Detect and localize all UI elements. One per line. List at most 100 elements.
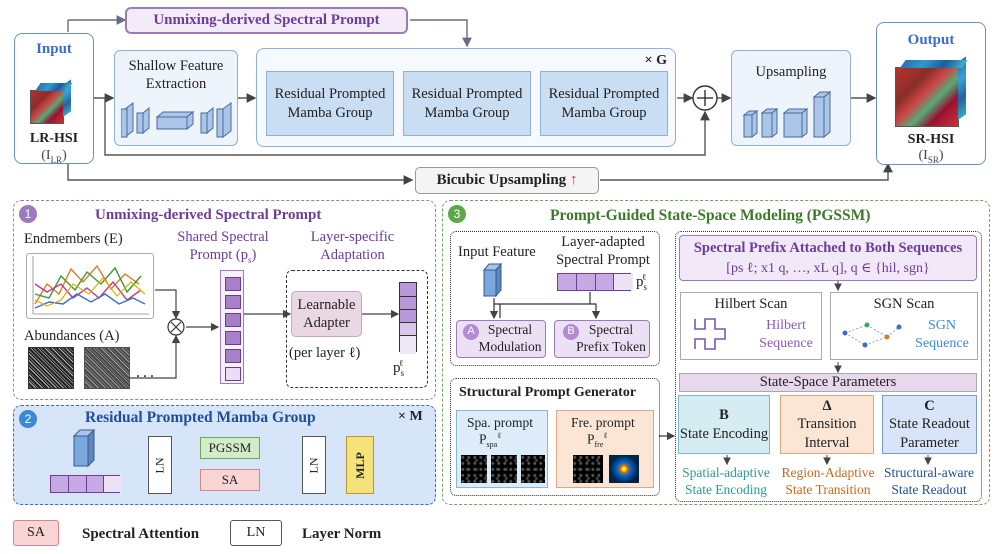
panel-3-title: Prompt-Guided State-Space Modeling (PGSS…	[550, 207, 871, 224]
lr-hsi-label: LR-HSI	[29, 131, 79, 146]
input-title: Input	[36, 41, 72, 57]
spa-prompt-map-3	[521, 455, 545, 483]
state-space-area	[675, 231, 982, 502]
param-c-box: C State Readout Parameter	[882, 395, 977, 454]
badge-a: A	[463, 324, 479, 340]
upsampling-label: Upsampling	[755, 64, 827, 80]
abundance-map-1	[28, 347, 74, 389]
bicubic-upsampling-box: Bicubic Upsampling ↑	[415, 167, 599, 194]
input-box: Input LR-HSI (ILR)	[14, 33, 94, 165]
bicubic-label-b: Upsampling	[488, 172, 567, 189]
residual-group-3: Residual Prompted Mamba Group	[540, 71, 668, 136]
fre-prompt-map-2	[609, 455, 639, 483]
endmembers-plot	[26, 253, 154, 319]
hilbert-scan-label: Hilbert Scan	[714, 296, 788, 312]
panel-2-number: 2	[19, 410, 37, 428]
spectral-prefix-token-box: B Spectral Prefix Token	[554, 320, 650, 358]
prefix-box: Spectral Prefix Attached to Both Sequenc…	[679, 235, 977, 281]
abundance-ellipsis: · · ·	[136, 369, 155, 383]
sr-hsi-label: SR-HSI	[907, 132, 955, 147]
output-title: Output	[907, 32, 955, 48]
learnable-adapter-box: Learnable Adapter	[291, 291, 362, 337]
bicubic-label: Bicubic	[436, 172, 485, 189]
hilbert-curve-icon	[694, 318, 726, 350]
abundance-map-2	[84, 347, 130, 389]
times-m-label: × M	[398, 409, 423, 424]
c-output-label: Structural-aware State Readout	[884, 465, 974, 497]
hilbert-scan-box: Hilbert Scan Hilbert Sequence	[680, 292, 822, 360]
mlp-block: MLP	[346, 436, 374, 494]
abundances-label: Abundances (A)	[24, 328, 120, 344]
layer-adapted-ps: psℓ	[636, 272, 648, 292]
legend-sa-text: Spectral Attention	[82, 526, 200, 542]
panel-3-number: 3	[448, 205, 466, 223]
spa-prompt-map-2	[491, 455, 517, 483]
legend-sa-swatch: SA	[13, 520, 59, 546]
shallow-feature-blocks	[121, 102, 232, 138]
p-spa-label: Pspaℓ	[479, 431, 502, 450]
spg-title: Structural Prompt Generator	[459, 385, 637, 400]
fre-prompt-label: Fre. prompt	[571, 415, 635, 430]
shallow-feature-box: Shallow Feature Extraction	[114, 50, 238, 146]
sr-hsi-symbol: (ISR)	[918, 148, 944, 165]
shared-prompt-vector	[220, 270, 244, 384]
upsampling-blocks	[742, 90, 832, 139]
prefix-title: Spectral Prefix Attached to Both Sequenc…	[693, 240, 963, 256]
lr-hsi-symbol: (ILR)	[41, 148, 67, 165]
sgn-seq-label: SGN Sequence	[915, 318, 969, 351]
panel-3	[442, 200, 990, 505]
spectral-modulation-box: A Spectral Modulation	[456, 320, 546, 358]
panel-1-number: 1	[19, 205, 37, 223]
panel-2-title: Residual Prompted Mamba Group	[85, 409, 316, 426]
badge-b: B	[563, 324, 579, 340]
input-feature-cube	[482, 262, 503, 298]
ln-block-1: LN	[148, 436, 172, 494]
layer-adapted-vector	[557, 273, 633, 291]
spa-prompt-label: Spa. prompt	[467, 415, 533, 430]
ln-block-2: LN	[302, 436, 326, 494]
pgssm-block: PGSSM	[200, 437, 260, 459]
p-fre-label: Pfreℓ	[587, 431, 608, 450]
structural-prompt-generator	[450, 378, 660, 496]
times-g-label: × G	[644, 53, 667, 68]
feature-cube	[72, 428, 96, 468]
output-box: Output SR-HSI (ISR)	[876, 22, 986, 165]
prompt-input-area	[450, 231, 660, 366]
sa-block: SA	[200, 469, 260, 491]
param-b-box: B State Encoding	[678, 395, 770, 454]
spa-prompt-map-1	[461, 455, 487, 483]
sgn-scan-label: SGN Scan	[873, 296, 935, 312]
ps-label: psℓ	[393, 358, 405, 378]
hilbert-seq-label: Hilbert Sequence	[759, 318, 813, 351]
prompt-token-row	[50, 475, 122, 493]
adapter-container	[286, 270, 428, 388]
prefix-formula: [ps ℓ; x1 q, …, xL q], q ∈ {hil, sgn}	[726, 261, 930, 276]
shared-prompt-label: Shared Spectral Prompt (ps)	[177, 229, 269, 266]
per-layer-label: (per layer ℓ)	[289, 345, 361, 361]
fre-prompt-map-1	[573, 455, 603, 483]
layer-specific-label: Layer-specific Adaptation	[310, 229, 395, 264]
legend-ln-text: Layer Norm	[302, 526, 382, 542]
sgn-graph-icon	[842, 322, 902, 348]
up-arrow-icon: ↑	[569, 172, 578, 189]
residual-group-1: Residual Prompted Mamba Group	[266, 71, 394, 136]
b-output-label: Spatial-adaptive State Encoding	[682, 465, 770, 497]
prompt-header-label: Unmixing-derived Spectral Prompt	[153, 12, 380, 29]
spa-prompt-box: Spa. prompt Pspaℓ	[456, 410, 548, 488]
upsampling-box: Upsampling	[731, 50, 851, 146]
prompt-header-box: Unmixing-derived Spectral Prompt	[125, 7, 408, 34]
shallow-feature-label: Shallow Feature Extraction	[128, 58, 224, 93]
delta-output-label: Region-Adaptive State Transition	[781, 465, 875, 497]
residual-group-2: Residual Prompted Mamba Group	[403, 71, 531, 136]
legend-ln-swatch: LN	[230, 520, 282, 546]
lr-hsi-cube	[30, 90, 64, 124]
panel-1-title: Unmixing-derived Spectral Prompt	[95, 207, 322, 223]
adapted-prompt-vector	[399, 282, 417, 354]
fre-prompt-box: Fre. prompt Pfreℓ	[556, 410, 654, 488]
layer-adapted-label: Layer-adapted Spectral Prompt	[556, 234, 650, 269]
sr-hsi-cube	[895, 67, 959, 127]
endmembers-label: Endmembers (E)	[24, 231, 123, 247]
param-delta-box: Δ Transition Interval	[780, 395, 874, 454]
endmember-curves	[32, 256, 149, 315]
sgn-scan-box: SGN Scan SGN Sequence	[830, 292, 978, 360]
